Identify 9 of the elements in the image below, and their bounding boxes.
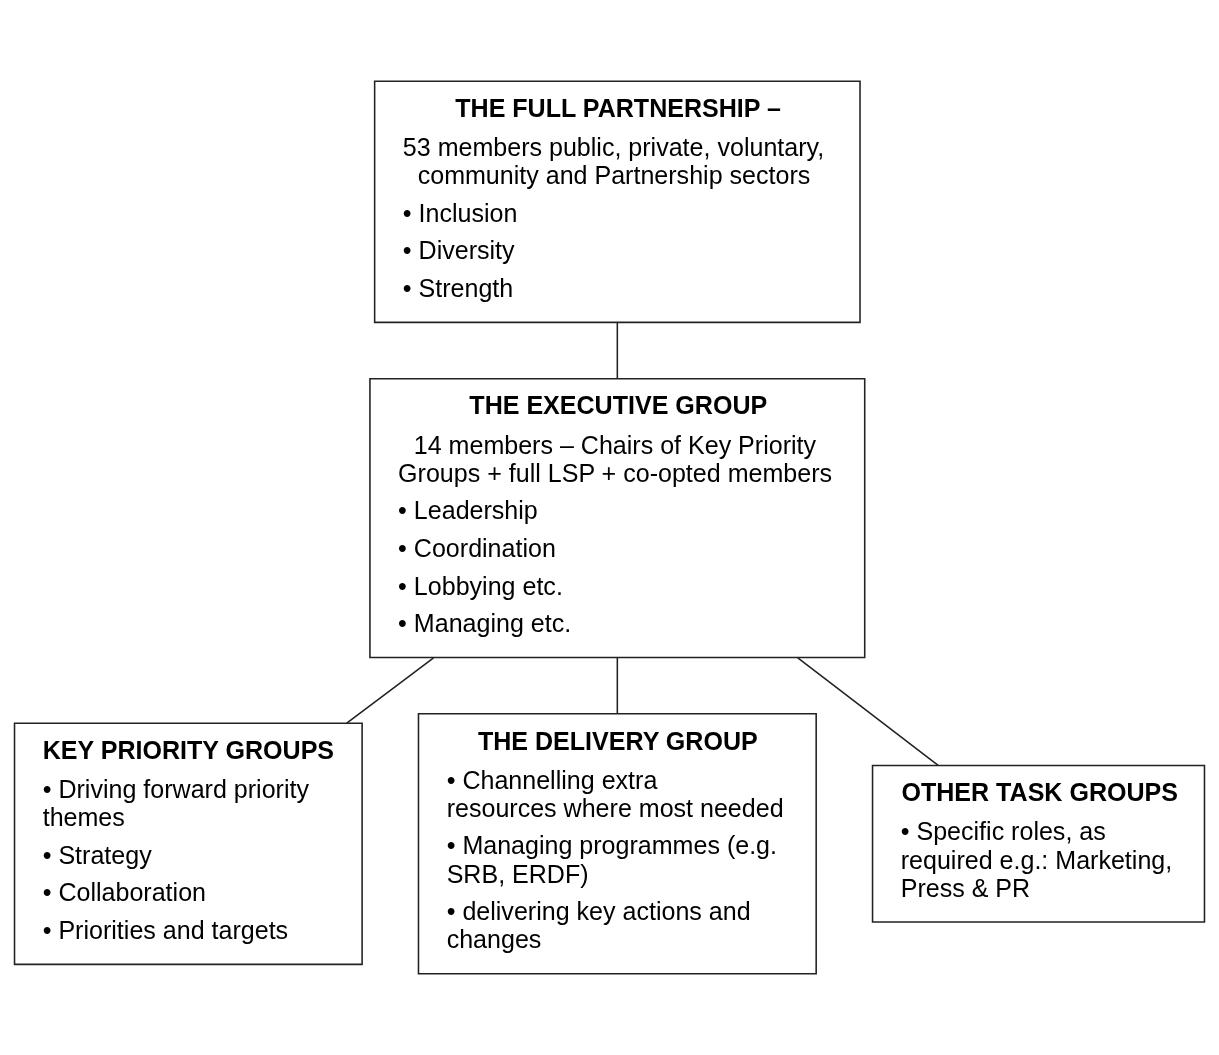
connector	[345, 657, 435, 724]
node-box: THE EXECUTIVE GROUP 14 members – Chairs of Key Priority Groups + full LSP + co-opted members • Leadership • Coordination • Lobbying etc. • Managing etc.	[369, 377, 866, 659]
node-box: THE FULL PARTNERSHIP – 53 members public, private, voluntary, community and Partnership sectors • Inclusion • Diversity • Strength	[373, 80, 861, 324]
node-box: OTHER TASK GROUPS • Specific roles, as required e.g.: Marketing, Press & PR	[871, 764, 1206, 923]
node-box: KEY PRIORITY GROUPS • Driving forward priority themes • Strategy • Collaboration • Priorities and targets	[13, 722, 363, 966]
node-box: THE DELIVERY GROUP • Channelling extra resources where most needed • Managing programmes (e.g. SRB, ERDF) • delivering key actions and changes	[417, 713, 817, 975]
connector	[616, 657, 619, 715]
connector	[616, 321, 619, 380]
connector	[797, 657, 939, 766]
